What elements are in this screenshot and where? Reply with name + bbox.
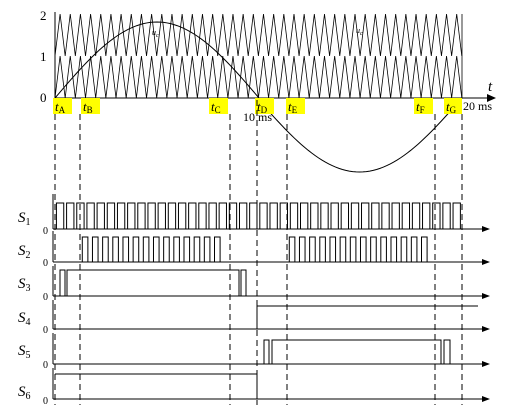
time-marker-g: tG [444, 98, 462, 115]
curve-label-positive: uc [152, 28, 159, 39]
svg-text:S5: S5 [18, 343, 31, 361]
s5-waveform [55, 339, 487, 365]
s6-waveform [55, 373, 487, 400]
svg-text:0: 0 [43, 226, 48, 237]
svg-text:0: 0 [43, 396, 48, 407]
time-marker-e: tE [286, 98, 305, 115]
svg-text:0: 0 [43, 325, 48, 336]
signal-s3: S3 0 [18, 266, 490, 303]
twenty-ms-label: 20 ms [463, 99, 492, 113]
svg-text:0: 0 [43, 258, 48, 269]
time-marker-b: tB [81, 98, 100, 115]
svg-text:S3: S3 [18, 276, 31, 294]
s2-waveform [55, 236, 487, 263]
y-tick-2: 2 [40, 8, 47, 23]
svg-text:S6: S6 [18, 384, 31, 402]
signal-s2: S2 0 [18, 231, 490, 269]
signal-s5: S5 0 [18, 333, 490, 371]
top-x-axis-arrow [487, 94, 496, 102]
reference-positive-half [54, 21, 260, 99]
svg-text:tD: tD [257, 99, 268, 115]
y-tick-1: 1 [40, 49, 47, 64]
svg-text:S4: S4 [18, 310, 31, 328]
time-marker-d: tD [255, 98, 274, 115]
svg-text:S2: S2 [18, 243, 31, 261]
y-tick-0: 0 [40, 90, 47, 105]
svg-text:tC: tC [211, 99, 221, 115]
time-marker-c: tC [209, 98, 228, 115]
upper-carrier-wave [54, 13, 463, 57]
dashed-guide-lines [54, 100, 463, 405]
signal-s1: S1 0 [18, 194, 490, 237]
svg-text:tE: tE [288, 99, 298, 115]
time-marker-a: tA [53, 98, 72, 115]
signal-s6: S6 0 [18, 368, 490, 407]
s4-waveform [55, 305, 478, 330]
svg-text:0: 0 [43, 292, 48, 303]
x-axis-label: t [488, 79, 493, 95]
svg-text:0: 0 [43, 360, 48, 371]
switching-signals: S1 0 S2 0 S3 0 S4 0 [18, 194, 490, 407]
reference-negative-half [256, 97, 463, 173]
svg-text:tB: tB [83, 99, 93, 115]
svg-text:tF: tF [416, 99, 425, 115]
time-marker-f: tF [414, 98, 433, 115]
svg-text:S1: S1 [18, 210, 31, 228]
svg-text:tG: tG [446, 99, 457, 115]
s3-waveform [55, 269, 487, 297]
signal-s4: S4 0 [18, 300, 490, 336]
s1-waveform [55, 202, 462, 230]
time-markers: tA tB tC tD tE tF tG [53, 98, 462, 115]
carrier-reference-panel: 2 1 0 t uc uc 10 ms 20 ms [40, 8, 496, 173]
curve-label-negative: uc [356, 26, 363, 37]
svg-text:tA: tA [55, 99, 66, 115]
lower-carrier-wave [54, 55, 463, 99]
